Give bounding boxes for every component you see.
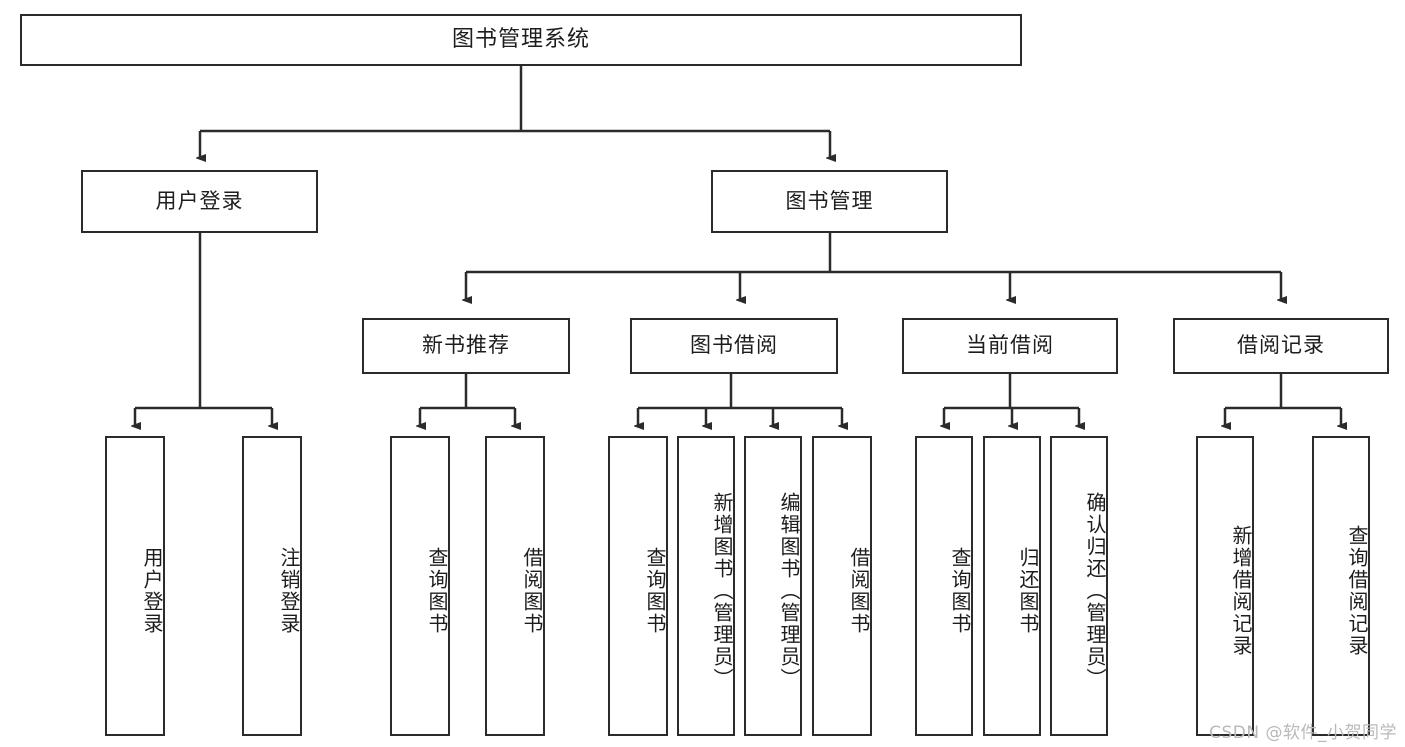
leaf-user-login-login[interactable]: 用户登录 xyxy=(105,436,165,736)
node-label: 确认归还（管理员） xyxy=(1083,492,1107,690)
node-label: 图书管理系统 xyxy=(451,26,590,52)
node-book-borrow[interactable]: 图书借阅 xyxy=(630,318,838,374)
node-label: 查询图书 xyxy=(425,547,449,635)
node-label: 新增图书（管理员） xyxy=(710,492,734,690)
leaf-records-query-record[interactable]: 查询借阅记录 xyxy=(1312,436,1370,736)
node-label: 编辑图书（管理员） xyxy=(777,492,801,690)
leaf-current-query-book[interactable]: 查询图书 xyxy=(915,436,973,736)
node-label: 归还图书 xyxy=(1016,547,1040,635)
node-label: 用户登录 xyxy=(155,188,244,213)
node-current-borrow[interactable]: 当前借阅 xyxy=(902,318,1118,374)
node-label: 当前借阅 xyxy=(966,333,1054,358)
node-label: 借阅图书 xyxy=(520,547,544,635)
leaf-records-add-record[interactable]: 新增借阅记录 xyxy=(1196,436,1254,736)
leaf-borrow-borrow-book[interactable]: 借阅图书 xyxy=(812,436,872,736)
leaf-borrow-edit-book-admin[interactable]: 编辑图书（管理员） xyxy=(744,436,802,736)
node-label: 新增借阅记录 xyxy=(1229,525,1253,657)
node-label: 新书推荐 xyxy=(422,333,510,358)
leaf-user-login-logout[interactable]: 注销登录 xyxy=(242,436,302,736)
node-label: 借阅记录 xyxy=(1237,333,1325,358)
node-label: 注销登录 xyxy=(277,547,301,635)
leaf-new-book-borrow[interactable]: 借阅图书 xyxy=(485,436,545,736)
csdn-watermark: CSDN @软件_小贺同学 xyxy=(1209,723,1397,743)
node-label: 查询借阅记录 xyxy=(1345,525,1369,657)
node-label: 借阅图书 xyxy=(847,547,871,635)
node-label: 查询图书 xyxy=(643,547,667,635)
node-root-system[interactable]: 图书管理系统 xyxy=(20,14,1022,66)
node-new-book-recommend[interactable]: 新书推荐 xyxy=(362,318,570,374)
node-borrow-records[interactable]: 借阅记录 xyxy=(1173,318,1389,374)
node-book-management[interactable]: 图书管理 xyxy=(711,170,948,233)
node-label: 用户登录 xyxy=(140,547,164,635)
leaf-new-book-query[interactable]: 查询图书 xyxy=(390,436,450,736)
leaf-current-return-book[interactable]: 归还图书 xyxy=(983,436,1041,736)
node-label: 查询图书 xyxy=(948,547,972,635)
node-user-login[interactable]: 用户登录 xyxy=(81,170,318,233)
leaf-borrow-add-book-admin[interactable]: 新增图书（管理员） xyxy=(677,436,735,736)
leaf-current-confirm-return-admin[interactable]: 确认归还（管理员） xyxy=(1050,436,1108,736)
node-label: 图书管理 xyxy=(785,188,874,213)
node-label: 图书借阅 xyxy=(690,333,778,358)
leaf-borrow-query-book[interactable]: 查询图书 xyxy=(608,436,668,736)
